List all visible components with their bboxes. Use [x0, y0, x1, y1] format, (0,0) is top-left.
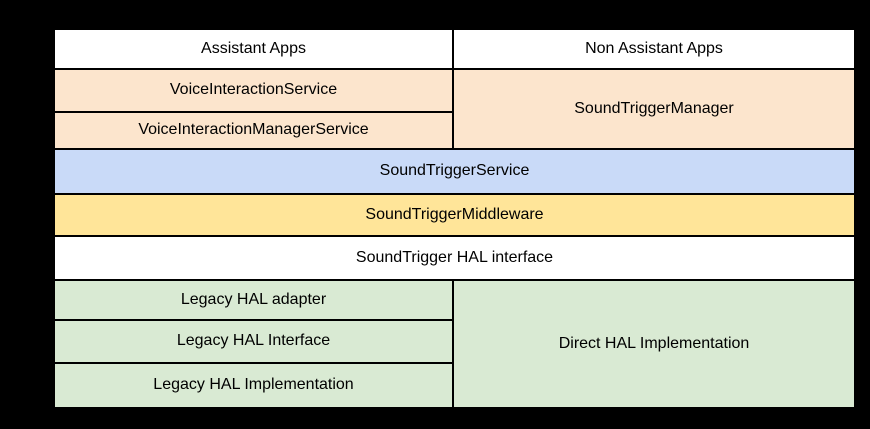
cell-sound-trigger-manager: SoundTriggerManager	[454, 70, 854, 148]
cell-sound-trigger-service: SoundTriggerService	[55, 150, 854, 193]
cell-legacy-hal-adapter: Legacy HAL adapter	[55, 281, 452, 319]
cell-soundtrigger-hal-interface: SoundTrigger HAL interface	[55, 237, 854, 279]
cell-non-assistant-apps: Non Assistant Apps	[454, 30, 854, 68]
cell-voice-interaction-manager-service: VoiceInteractionManagerService	[55, 113, 452, 148]
cell-legacy-hal-implementation: Legacy HAL Implementation	[55, 364, 452, 407]
cell-legacy-hal-interface: Legacy HAL Interface	[55, 321, 452, 362]
soundtrigger-stack-diagram: Assistant Apps Non Assistant Apps VoiceI…	[53, 28, 856, 409]
cell-direct-hal-implementation: Direct HAL Implementation	[454, 281, 854, 407]
cell-assistant-apps: Assistant Apps	[55, 30, 452, 68]
cell-sound-trigger-middleware: SoundTriggerMiddleware	[55, 195, 854, 235]
cell-voice-interaction-service: VoiceInteractionService	[55, 70, 452, 111]
